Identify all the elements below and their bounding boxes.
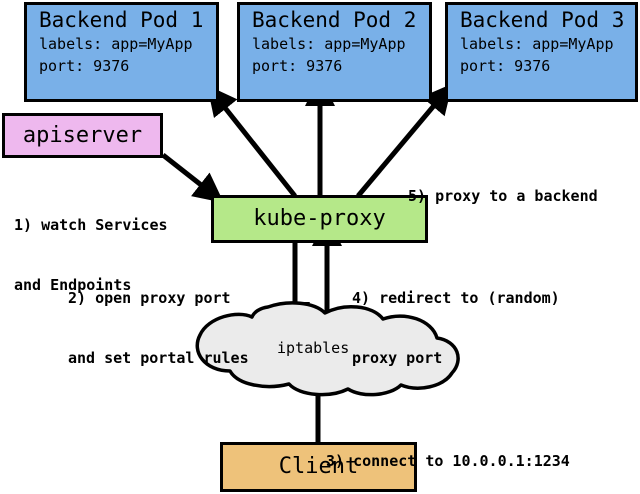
backend-pod-1-box[interactable]: Backend Pod 1 labels: app=MyApp port: 93… xyxy=(24,2,219,102)
backend-pod-2-port: port: 9376 xyxy=(252,57,343,75)
edge-label-step3-line1: 3) connect to 10.0.0.1:1234 xyxy=(326,452,570,470)
edge-label-step5: 5) proxy to a backend xyxy=(408,146,598,246)
backend-pod-2-labels: labels: app=MyApp xyxy=(252,35,406,53)
edge-label-step1-line1: 1) watch Services xyxy=(14,216,168,234)
backend-pod-3-title: Backend Pod 3 xyxy=(460,8,625,32)
edge-label-step2: 2) open proxy port and set portal rules xyxy=(68,248,249,408)
backend-pod-3-box[interactable]: Backend Pod 3 labels: app=MyApp port: 93… xyxy=(445,2,638,102)
edge-label-step4: 4) redirect to (random) proxy port xyxy=(352,248,560,408)
backend-pod-1-title: Backend Pod 1 xyxy=(39,8,204,32)
backend-pod-3-port: port: 9376 xyxy=(460,57,551,75)
edge-label-step2-line1: 2) open proxy port xyxy=(68,289,231,307)
backend-pod-2-title: Backend Pod 2 xyxy=(252,8,417,32)
kube-proxy-box[interactable]: kube-proxy xyxy=(211,195,428,243)
backend-pod-1-labels: labels: app=MyApp xyxy=(39,35,193,53)
arrow-kubeproxy-to-pod3 xyxy=(356,83,453,198)
edge-label-step2-line2: and set portal rules xyxy=(68,349,249,367)
edge-label-step1-line2: and Endpoints xyxy=(14,276,132,294)
edge-label-step5-line1: 5) proxy to a backend xyxy=(408,187,598,205)
client-box[interactable]: Client xyxy=(220,442,417,492)
edge-label-step3: 3) connect to 10.0.0.1:1234 xyxy=(326,411,570,494)
arrow-apiserver-to-kubeproxy xyxy=(161,153,224,203)
kube-proxy-label: kube-proxy xyxy=(253,206,386,231)
edge-label-step4-line1: 4) redirect to (random) xyxy=(352,289,560,307)
client-label: Client xyxy=(278,454,359,479)
backend-pod-1-port: port: 9376 xyxy=(39,57,130,75)
backend-pod-3-labels: labels: app=MyApp xyxy=(460,35,614,53)
apiserver-box[interactable]: apiserver xyxy=(2,113,163,158)
edge-label-step4-line2: proxy port xyxy=(352,349,443,367)
edge-label-step1: 1) watch Services and Endpoints xyxy=(14,175,168,335)
arrow-kubeproxy-to-pod1 xyxy=(207,85,297,198)
iptables-label: iptables xyxy=(277,339,350,357)
backend-pod-2-box[interactable]: Backend Pod 2 labels: app=MyApp port: 93… xyxy=(237,2,432,102)
apiserver-label: apiserver xyxy=(22,122,143,148)
iptables-cloud-shape xyxy=(195,301,460,397)
